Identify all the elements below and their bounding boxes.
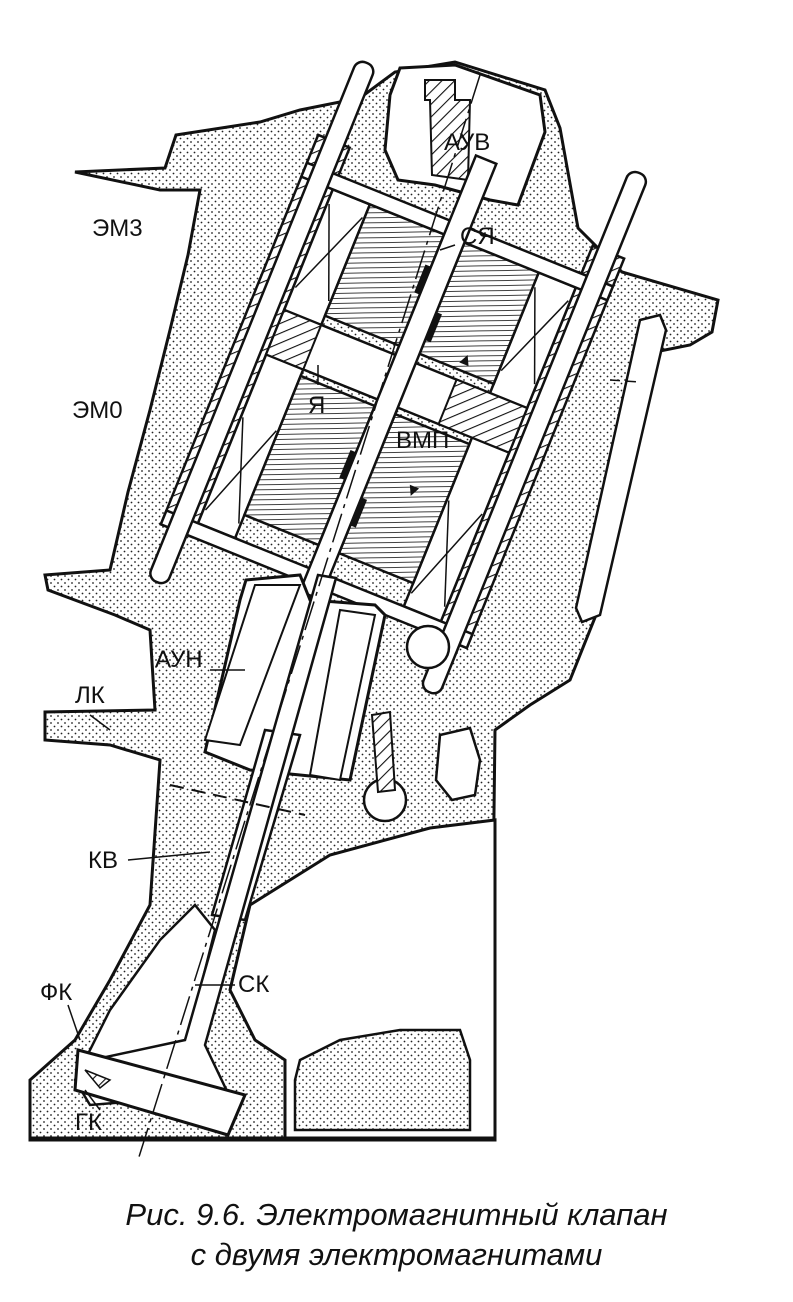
label-vmp: ВМП	[396, 427, 449, 454]
label-sk: СК	[238, 971, 269, 998]
figure-caption: Рис. 9.6. Электромагнитный клапан с двум…	[0, 1195, 793, 1275]
valve-axis-line	[137, 74, 481, 1161]
label-kv: КВ	[88, 847, 118, 874]
upper-sensor	[405, 624, 451, 670]
label-fk: ФК	[40, 979, 72, 1006]
joint-line	[169, 784, 306, 816]
inner-port-cavity	[293, 1028, 472, 1132]
coolant-hole-lower	[434, 726, 482, 802]
armature-hatch-right	[437, 378, 529, 454]
valve-cross-section-diagram: АУВ ЭМ3 СЯ ЭМ0 Я ВМП АУН ЛК КВ СК ФК ГК	[28, 60, 720, 1161]
coolant-slot-right	[574, 313, 668, 624]
caption-line-2: с двумя электромагнитами	[190, 1237, 603, 1272]
label-auv: АУВ	[444, 129, 490, 156]
label-em0: ЭМ0	[72, 397, 123, 424]
label-lk: ЛК	[75, 682, 105, 709]
right-tie-rod	[421, 170, 648, 695]
label-sya: СЯ	[460, 223, 495, 250]
electromagnet-assembly	[149, 60, 648, 695]
left-tie-rod	[149, 60, 375, 585]
armature-hatch-left	[264, 308, 323, 371]
label-ya: Я	[308, 392, 325, 419]
plane-line	[609, 379, 641, 383]
caption-line-1: Рис. 9.6. Электромагнитный клапан	[125, 1197, 668, 1232]
label-gk: ГК	[75, 1109, 102, 1136]
sensor-probe	[370, 710, 397, 794]
label-em3: ЭМ3	[92, 215, 143, 242]
label-aun: АУН	[155, 646, 203, 673]
